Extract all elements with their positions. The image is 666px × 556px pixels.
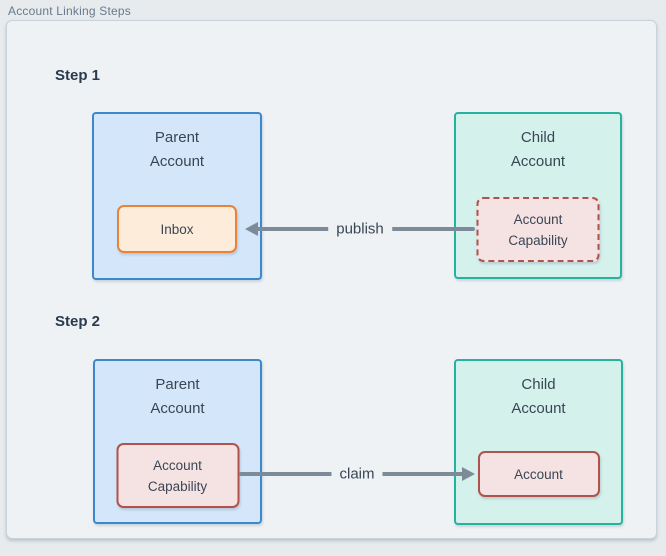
arrow-label: publish (328, 220, 392, 238)
step1-parent-account-node: Parent Account Inbox (92, 112, 262, 280)
diagram-canvas: Step 1 Parent Account Inbox Child Accoun… (6, 20, 657, 539)
account-capability-chip-dashed: Account Capability (476, 197, 600, 262)
node-title: Parent Account (150, 376, 205, 417)
step2-child-account-node: Child Account Account (454, 359, 623, 525)
arrowhead-left-icon (245, 222, 258, 236)
arrowhead-right-icon (462, 467, 475, 481)
step-2-label: Step 2 (55, 313, 101, 330)
account-chip: Account (477, 451, 600, 497)
arrow-label: claim (331, 465, 383, 483)
node-title: Child Account (511, 376, 566, 417)
step1-child-account-node: Child Account Account Capability (454, 112, 622, 279)
inbox-chip: Inbox (117, 205, 237, 253)
step-1-label: Step 1 (55, 67, 101, 84)
group-title: Account Linking Steps (8, 4, 131, 18)
node-title: Child Account (510, 129, 566, 170)
node-title: Parent Account (149, 129, 205, 170)
step2-parent-account-node: Parent Account Account Capability (93, 359, 262, 524)
claim-arrow: claim (239, 464, 475, 484)
account-capability-chip: Account Capability (116, 443, 239, 508)
publish-arrow: publish (245, 219, 475, 239)
